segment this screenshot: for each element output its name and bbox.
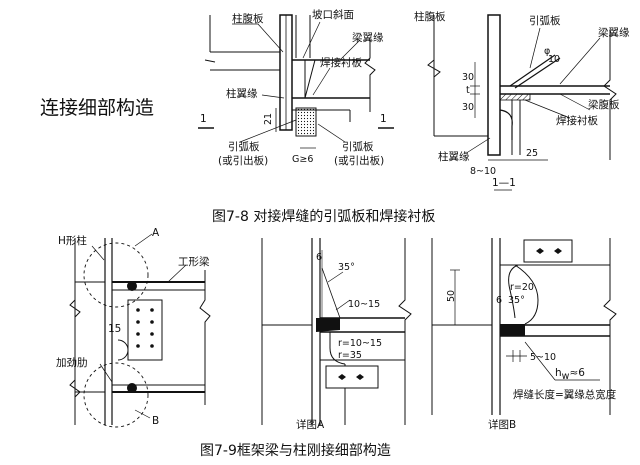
label-runoff-left: 引弧板 — [228, 140, 260, 153]
label-gap: G≥6 — [292, 154, 313, 165]
label-runoff-right: 引弧板 — [342, 140, 374, 153]
label-runoff-left-alt: (或引出板) — [218, 154, 268, 167]
fig78-caption: 图7-8 对接焊缝的引弧板和焊接衬板 — [212, 208, 435, 225]
detail-b-dim-6: 6 — [496, 295, 502, 306]
detail-b-dim-r20: r=20 — [510, 282, 534, 293]
detail-b-hw-h: h — [555, 367, 562, 379]
detail-b-hw-sub: w — [562, 371, 570, 382]
detail-a-label: 详图A — [296, 418, 325, 431]
label-col-web-right: 柱腹板 — [414, 10, 446, 23]
fig79-caption: 图7-9框架梁与柱刚接细部构造 — [200, 442, 391, 459]
fig78-right-detail — [427, 14, 617, 191]
label-beam-web-right: 梁腹板 — [588, 98, 620, 111]
fig79-overview — [69, 233, 211, 428]
label-mark-a: A — [152, 227, 160, 239]
label-col-flange-right: 柱翼缘 — [438, 150, 470, 163]
detail-a-dim-r: r=10~15 — [338, 338, 382, 349]
label-h-column: H形柱 — [58, 234, 87, 247]
dim-30a: 30 — [462, 72, 474, 83]
fig78-left-detail: 1 1 21 — [198, 14, 394, 149]
dim-10: 10 — [548, 54, 560, 65]
detail-a-dim-10-15: 10~15 — [348, 299, 380, 310]
detail-b-hw: hw≈6 — [555, 367, 585, 382]
column-flange-right — [487, 14, 501, 156]
dim-phi: φ — [544, 46, 550, 57]
label-runoff-right-alt: (或引出板) — [334, 154, 384, 167]
label-backing-right: 焊接衬板 — [556, 114, 598, 127]
dim-25: 25 — [526, 148, 538, 159]
detail-b — [431, 238, 617, 415]
label-stiffener: 加劲肋 — [56, 356, 88, 369]
backing-plate — [295, 107, 317, 137]
detail-b-angle: 35° — [508, 295, 525, 306]
section-mark-right: 1 — [380, 113, 387, 125]
detail-a — [261, 238, 412, 425]
detail-a-dim-6: 6 — [316, 252, 322, 263]
label-beam-flange-left: 梁翼缘 — [352, 31, 384, 44]
dim-8-10: 8~10 — [470, 166, 496, 177]
detail-b-dim-50: 50 — [446, 290, 457, 302]
detail-a-angle: 35° — [338, 262, 355, 273]
label-i-beam: 工形梁 — [178, 255, 210, 268]
section-mark-left: 1 — [200, 113, 207, 125]
section-label: 1—1 — [492, 177, 516, 189]
dim-30b: 30 — [462, 102, 474, 113]
detail-b-dim-5-10: 5~10 — [530, 352, 556, 363]
label-backing-left: 焊接衬板 — [320, 56, 362, 69]
label-runoff-r: 引弧板 — [529, 14, 561, 27]
label-beam-flange-right: 梁翼缘 — [598, 26, 630, 39]
label-mark-b: B — [152, 415, 159, 427]
detail-b-label: 详图B — [488, 418, 516, 431]
dim-t: t — [466, 85, 470, 96]
dim-21: 21 — [263, 113, 274, 125]
label-col-flange-left: 柱翼缘 — [226, 87, 258, 100]
detail-b-hw-val: ≈6 — [569, 367, 585, 379]
side-title: 连接细部构造 — [40, 97, 154, 119]
detail-a-dim-r35: r=35 — [338, 350, 362, 361]
label-bevel: 坡口斜面 — [312, 8, 354, 21]
detail-b-weld-length: 焊缝长度=翼缘总宽度 — [513, 388, 617, 401]
dim-15: 15 — [108, 323, 121, 335]
label-col-web-left: 柱腹板 — [232, 12, 264, 25]
